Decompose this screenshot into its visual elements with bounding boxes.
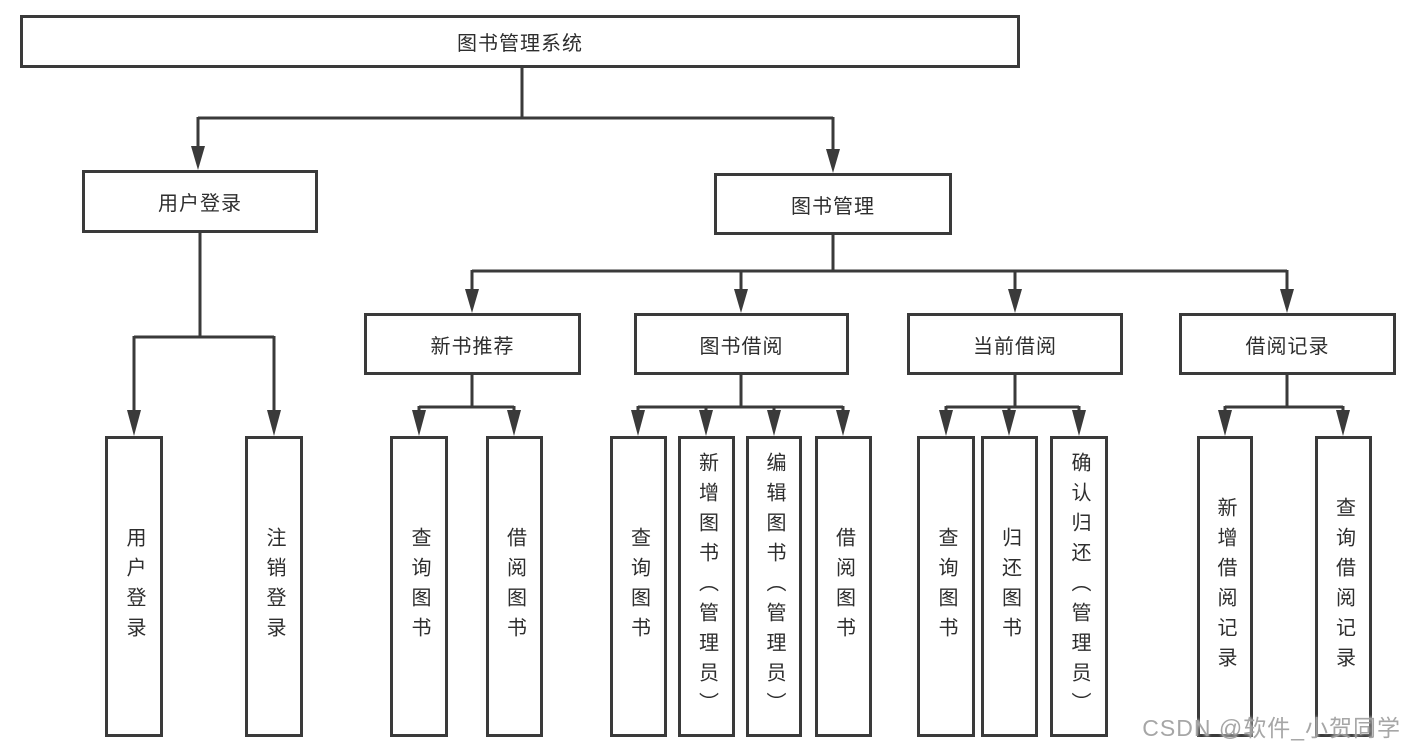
leaf-add-books-admin-label: 新增图书（管理员）	[695, 451, 718, 722]
leaf-return-books-label: 归还图书	[998, 526, 1021, 647]
leaf-user-login-label: 用户登录	[123, 526, 145, 647]
leaf-query-borrow-record: 查询借阅记录	[1315, 436, 1372, 737]
node-user-login-label: 用户登录	[158, 193, 242, 215]
leaf-borrow-books-recommend: 借阅图书	[486, 436, 543, 737]
node-root-label: 图书管理系统	[457, 33, 583, 55]
leaf-confirm-return-admin: 确认归还（管理员）	[1050, 436, 1108, 737]
leaf-borrow-books-recommend-label: 借阅图书	[503, 526, 526, 647]
node-current-borrow-label: 当前借阅	[973, 335, 1057, 358]
node-root: 图书管理系统	[20, 15, 1020, 68]
leaf-borrow-books: 借阅图书	[815, 436, 872, 737]
node-borrow-records-label: 借阅记录	[1245, 335, 1330, 358]
node-book-management-label: 图书管理	[791, 195, 875, 218]
leaf-borrow-books-label: 借阅图书	[832, 526, 855, 647]
node-borrow-records: 借阅记录	[1179, 313, 1396, 375]
node-new-book-recommend-label: 新书推荐	[430, 335, 515, 358]
leaf-query-books-recommend: 查询图书	[390, 436, 448, 737]
leaf-add-books-admin: 新增图书（管理员）	[678, 436, 735, 737]
leaf-user-login: 用户登录	[105, 436, 163, 737]
node-current-borrow: 当前借阅	[907, 313, 1123, 375]
leaf-query-books-borrow-label: 查询图书	[627, 526, 650, 647]
leaf-add-borrow-record: 新增借阅记录	[1197, 436, 1253, 737]
leaf-edit-books-admin: 编辑图书（管理员）	[746, 436, 802, 737]
leaf-return-books: 归还图书	[981, 436, 1038, 737]
leaf-query-books-current: 查询图书	[917, 436, 975, 737]
node-new-book-recommend: 新书推荐	[364, 313, 581, 375]
leaf-confirm-return-admin-label: 确认归还（管理员）	[1068, 451, 1090, 722]
node-book-borrow: 图书借阅	[634, 313, 849, 375]
leaf-query-books-recommend-label: 查询图书	[408, 526, 430, 647]
leaf-query-books-current-label: 查询图书	[935, 526, 957, 647]
leaf-logout: 注销登录	[245, 436, 303, 737]
node-book-borrow-label: 图书借阅	[699, 335, 784, 358]
leaf-edit-books-admin-label: 编辑图书（管理员）	[763, 451, 785, 722]
leaf-add-borrow-record-label: 新增借阅记录	[1214, 496, 1236, 677]
leaf-query-books-borrow: 查询图书	[610, 436, 667, 737]
leaf-query-borrow-record-label: 查询借阅记录	[1332, 496, 1355, 677]
leaf-logout-label: 注销登录	[263, 526, 285, 647]
node-book-management: 图书管理	[714, 173, 952, 235]
watermark-text: CSDN @软件_小贺同学	[1142, 715, 1401, 741]
node-user-login: 用户登录	[82, 170, 318, 233]
